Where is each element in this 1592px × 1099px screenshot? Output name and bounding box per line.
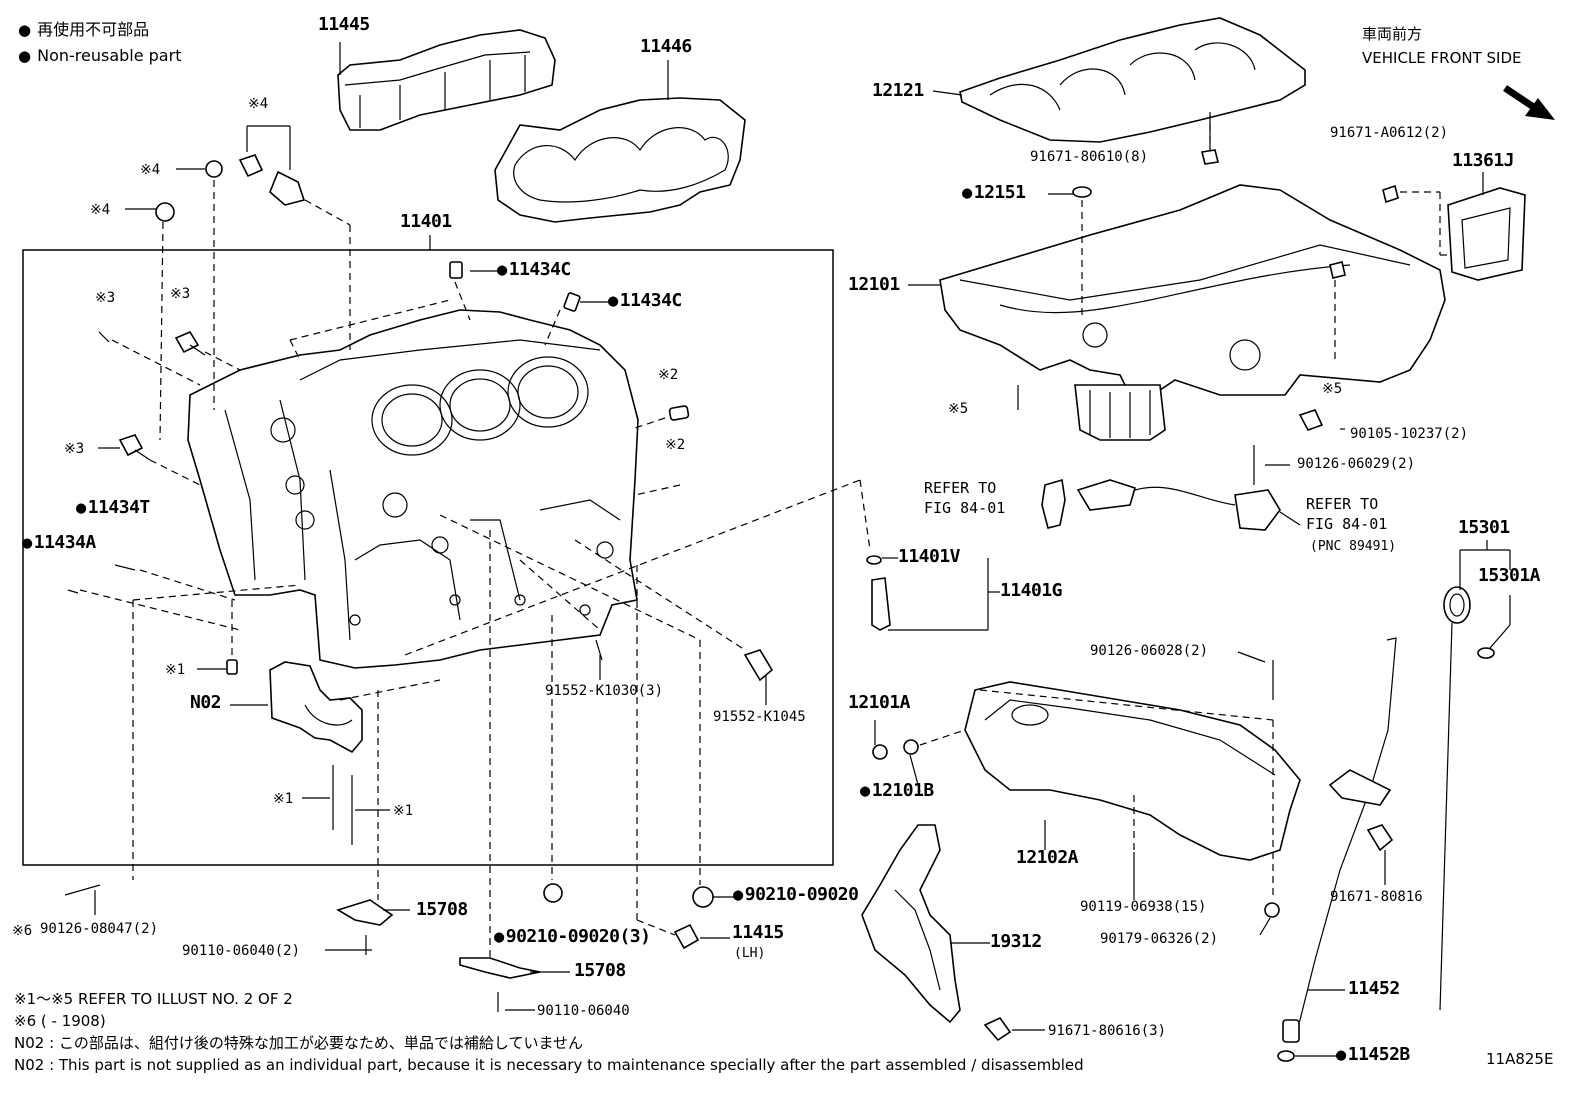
marker-4-c: ※4 [90,202,111,218]
part-label-11434T[interactable]: 11434T [76,499,151,517]
part-label-90179-06326[interactable]: 90179-06326(2) [1100,931,1219,947]
part-label-11415[interactable]: 11415 [732,922,784,943]
oil-pan-cover-11361J [1447,187,1526,281]
refer-2-line1: REFER TO [1306,495,1379,513]
bullet-icon: ● [18,47,32,65]
diagram-code: 11A825E [1486,1050,1554,1068]
marker-1-b: ※1 [273,791,294,807]
note-n02-en: N02 : This part is not supplied as an in… [14,1056,1084,1074]
vehicle-front-jp: 車両前方 [1362,25,1423,43]
part-label-91552-K1030[interactable]: 91552-K1030(3) [545,683,664,699]
oil-pan-lower-12102A [964,681,1301,861]
note-marker-reference: ※1～※5 REFER TO ILLUST NO. 2 OF 2 [14,990,293,1008]
part-label-90210-09020-a[interactable]: 90210-09020 [733,886,859,904]
part-label-90110-06040-a[interactable]: 90110-06040(2) [182,943,301,959]
part-label-12101[interactable]: 12101 [848,274,900,295]
part-label-15708-b[interactable]: 15708 [574,960,626,981]
cylinder-block-cover-11445 [337,29,556,131]
refer-1-line2: FIG 84-01 [924,499,1006,517]
cylinder-block-11401 [187,309,639,669]
insulator-19312 [861,824,961,1024]
part-label-90126-08047[interactable]: 90126-08047(2) [40,921,159,937]
part-label-15301[interactable]: 15301 [1458,517,1510,538]
part-label-90119-06938[interactable]: 90119-06938(15) [1080,899,1207,915]
part-label-11361J[interactable]: 11361J [1452,150,1515,171]
marker-5-a: ※5 [948,401,969,417]
part-label-91671-80816[interactable]: 91671-80816 [1330,889,1423,905]
part-label-11434C-b[interactable]: 11434C [608,292,683,310]
part-label-11434A[interactable]: 11434A [22,534,97,552]
part-label-11401[interactable]: 11401 [400,211,452,232]
marker-1-c: ※1 [393,803,414,819]
part-label-11415-lh: (LH) [734,946,766,961]
marker-6: ※6 [12,923,33,939]
part-label-91671-80616[interactable]: 91671-80616(3) [1048,1023,1167,1039]
part-label-15301A[interactable]: 15301A [1478,565,1541,586]
refer-2-line2: FIG 84-01 [1306,515,1388,533]
part-label-12121[interactable]: 12121 [872,80,924,101]
part-label-11452B[interactable]: 11452B [1336,1046,1411,1064]
assembly-dashed-lines [79,112,1452,960]
note-marker-6: ※6 ( - 1908) [14,1012,106,1030]
marker-2-b: ※2 [665,437,686,453]
legend-en: ● Non-reusable part [18,46,181,66]
vehicle-front-arrow-icon [1503,85,1555,120]
part-label-90105-10237[interactable]: 90105-10237(2) [1350,426,1469,442]
part-label-19312[interactable]: 19312 [990,931,1042,952]
fastener-shapes [64,149,1495,1062]
part-label-11401G[interactable]: 11401G [1000,580,1063,601]
refer-1-line1: REFER TO [924,479,997,497]
legend-jp: ● 再使用不可部品 [18,20,149,40]
legend-en-text: Non-reusable part [37,46,182,65]
vehicle-front-en: VEHICLE FRONT SIDE [1362,49,1522,67]
marker-2-a: ※2 [658,367,679,383]
part-label-11401V[interactable]: 11401V [898,546,961,567]
marker-3-b: ※3 [170,286,191,302]
part-label-90210-09020-b[interactable]: 90210-09020(3) [494,928,651,946]
part-label-12102A[interactable]: 12102A [1016,847,1079,868]
marker-3-a: ※3 [95,290,116,306]
bearing-cap-N02 [269,661,363,754]
legend-jp-text: 再使用不可部品 [37,20,150,39]
dipstick-guide-11452 [1282,637,1397,1043]
part-label-N02[interactable]: N02 [190,692,222,713]
part-label-91671-80610[interactable]: 91671-80610(8) [1030,149,1149,165]
part-label-11445[interactable]: 11445 [318,14,370,35]
marker-4-b: ※4 [140,162,161,178]
part-label-12151[interactable]: 12151 [962,184,1026,202]
block-assembly-frame [22,249,834,866]
marker-5-b: ※5 [1322,381,1343,397]
part-label-12101B[interactable]: 12101B [860,782,935,800]
oil-pan-upper-12101 [939,184,1446,441]
marker-4-a: ※4 [248,96,269,112]
water-jacket-spacer-11446 [494,97,746,223]
leader-lines [94,42,1511,1057]
part-label-91552-K1045[interactable]: 91552-K1045 [713,709,806,725]
part-label-11446[interactable]: 11446 [640,36,692,57]
note-n02-jp: N02 : この部品は、組付け後の特殊な加工が必要なため、単品では補給していませ… [14,1034,584,1052]
oil-pan-baffle-plate-12121 [959,17,1306,143]
part-label-90126-06028[interactable]: 90126-06028(2) [1090,643,1209,659]
marker-1-a: ※1 [165,662,186,678]
part-label-90110-06040-b[interactable]: 90110-06040 [537,1003,630,1019]
dipstick-15301 [1439,586,1471,1011]
part-label-91671-A0612[interactable]: 91671-A0612(2) [1330,125,1449,141]
part-label-15708-a[interactable]: 15708 [416,899,468,920]
refer-2-line3: (PNC 89491) [1310,539,1397,554]
part-label-12101A[interactable]: 12101A [848,692,911,713]
part-label-11434C-a[interactable]: 11434C [497,261,572,279]
bullet-icon: ● [18,21,32,39]
marker-3-c: ※3 [64,441,85,457]
part-label-90126-06029[interactable]: 90126-06029(2) [1297,456,1416,472]
part-label-11452[interactable]: 11452 [1348,978,1400,999]
